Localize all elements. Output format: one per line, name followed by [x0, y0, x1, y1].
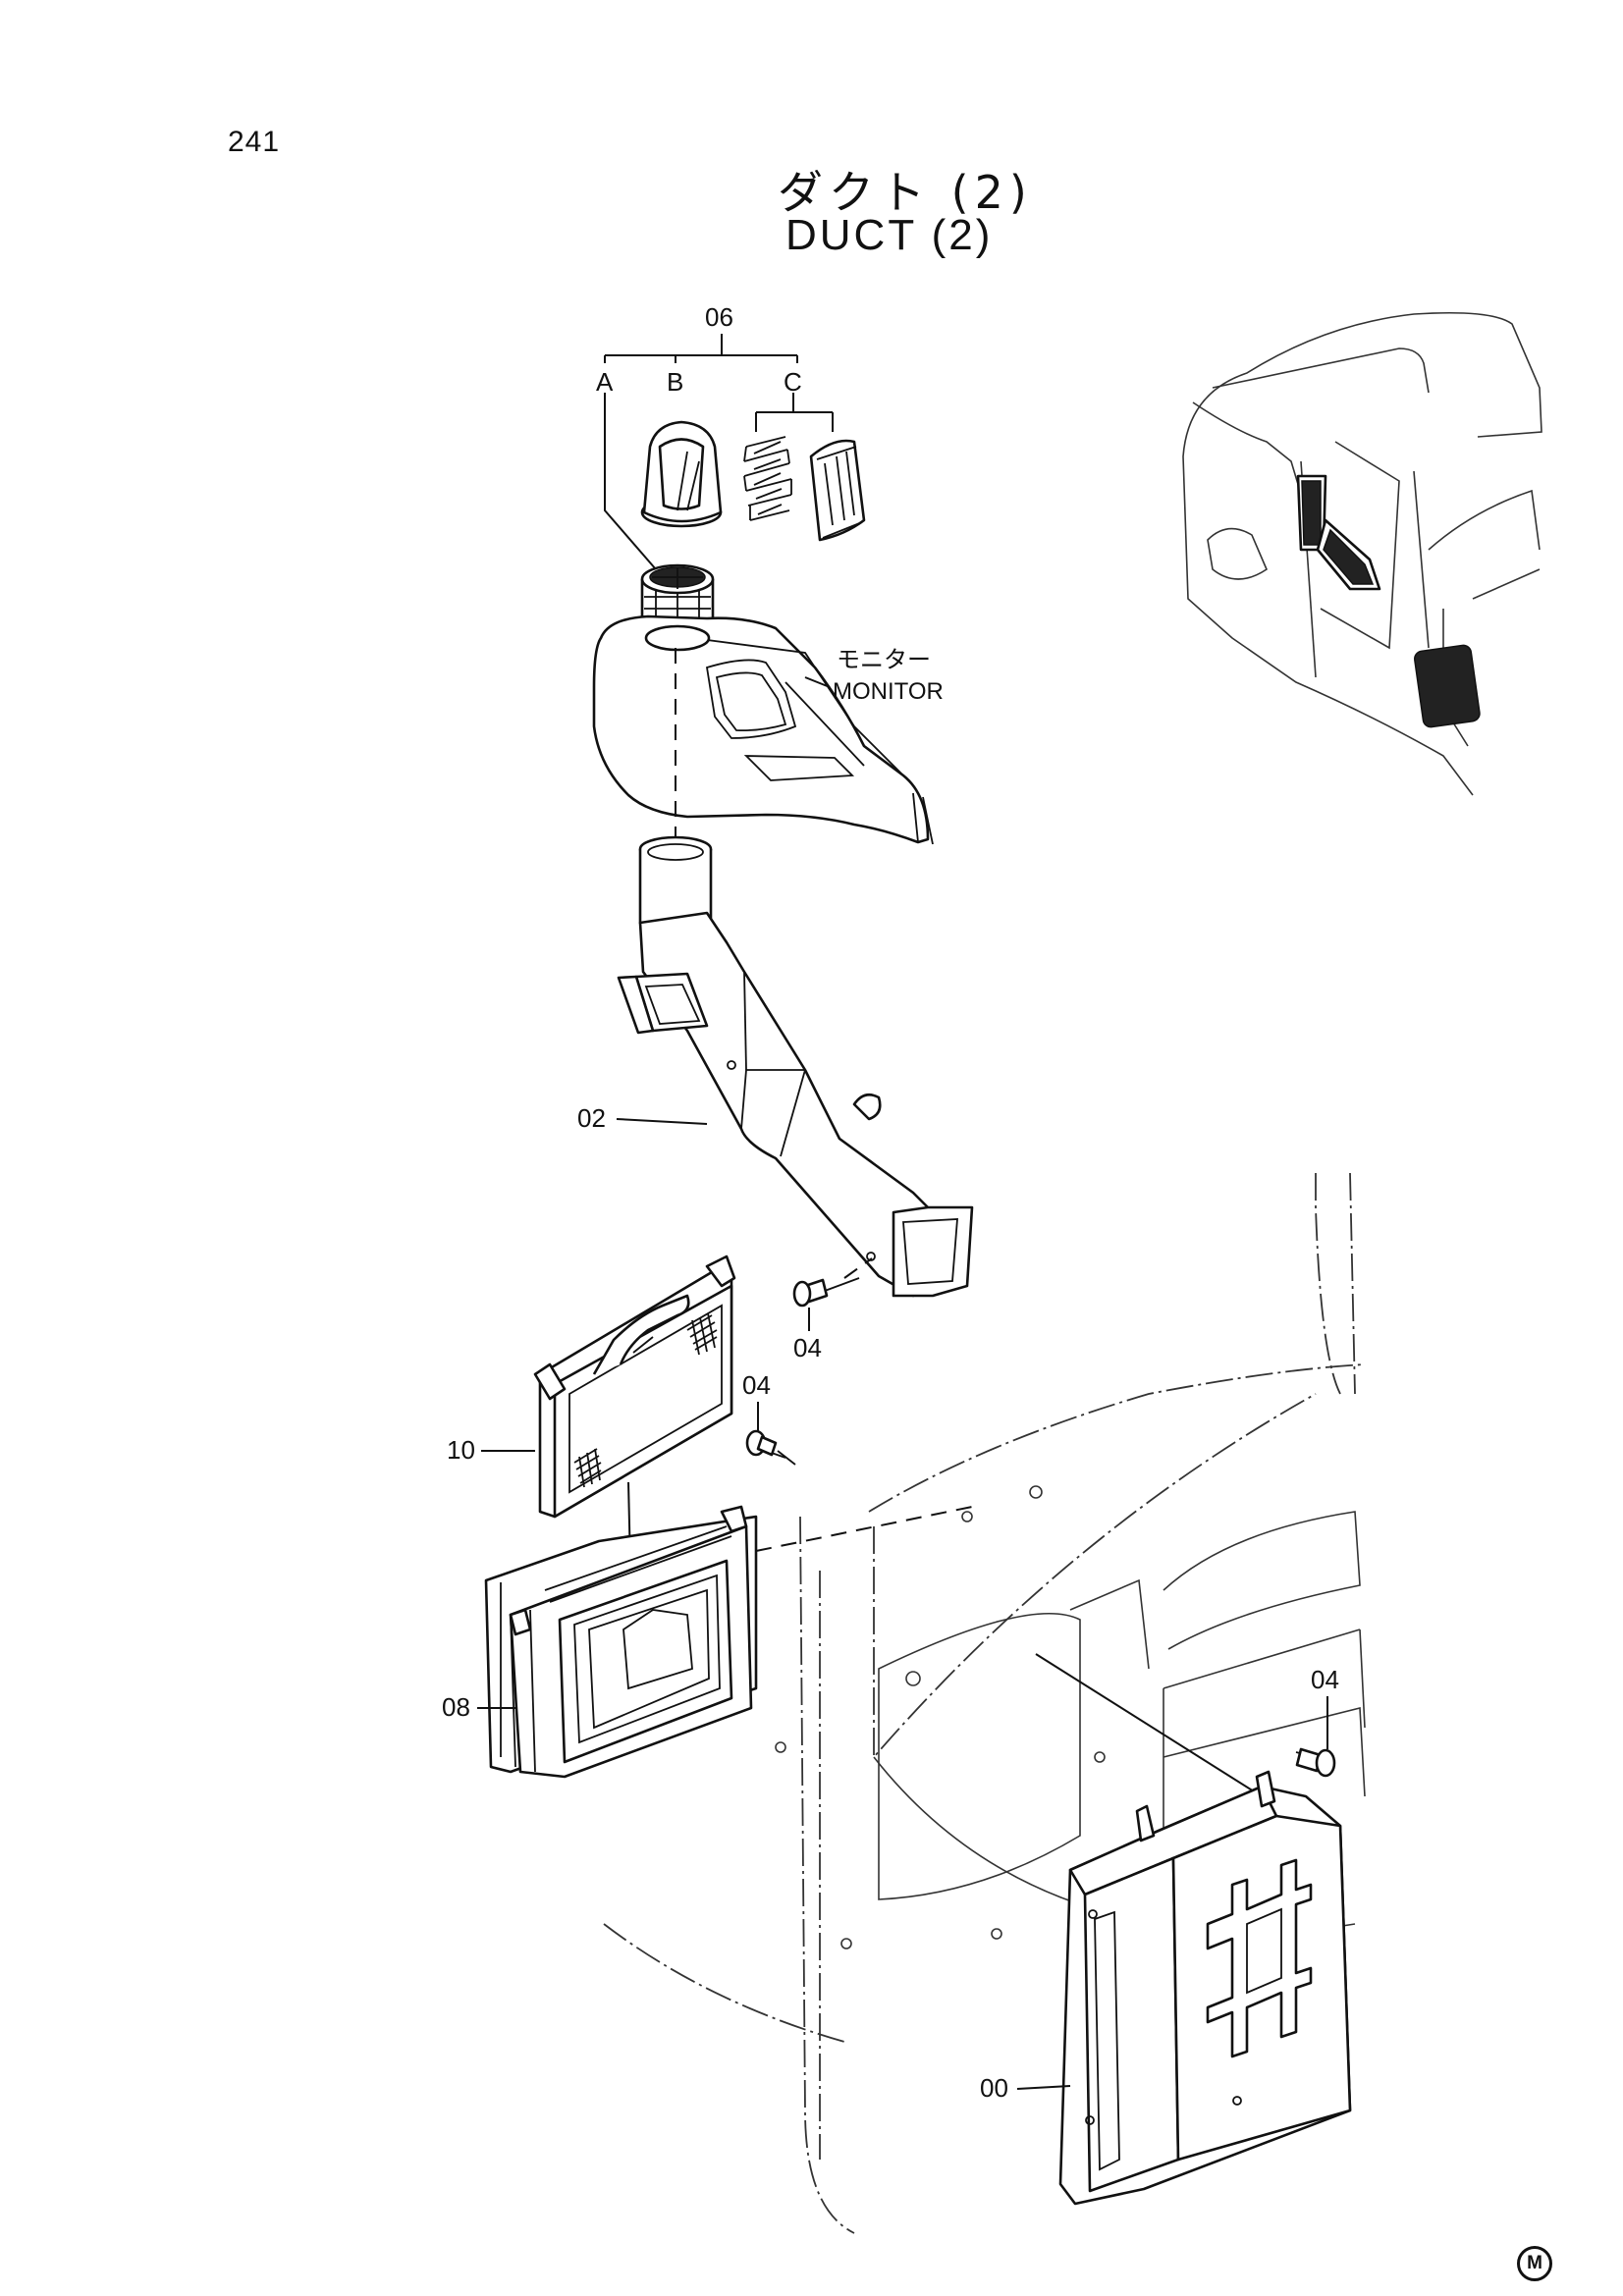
part-02-duct [617, 835, 974, 1298]
title-english: DUCT (2) [785, 211, 994, 259]
connector-00-panel [1035, 1653, 1263, 1797]
part-04-middle-label: 04 [742, 1370, 771, 1400]
part-04-upper-label: 04 [793, 1333, 822, 1362]
cab-inset-view [1182, 311, 1542, 796]
part-06-variant-c [743, 436, 866, 542]
connector-08-panel [755, 1506, 973, 1552]
part-00-cover [1058, 1770, 1352, 2206]
monitor-label-en: MONITOR [833, 678, 944, 705]
filter-mesh-upper [686, 1312, 718, 1356]
part-04-screw-right [1295, 1747, 1336, 1778]
variant-a-label: A [596, 367, 614, 397]
part-04-screw-upper [792, 1257, 873, 1308]
part-02-leader [616, 1118, 708, 1125]
monitor-leader [804, 676, 831, 688]
title-japanese: ダクト (2) [778, 166, 1033, 219]
filter-mesh-lower [573, 1448, 602, 1488]
corner-mark-icon: M [1517, 2246, 1552, 2281]
part-06-variant-b [640, 420, 723, 528]
part-10-filter [533, 1255, 736, 1519]
part-10-label: 10 [447, 1435, 475, 1465]
monitor-panel [592, 614, 934, 845]
part-08-housing [484, 1505, 758, 1779]
part-08-label: 08 [442, 1692, 470, 1722]
part-02-label: 02 [577, 1103, 606, 1133]
monitor-label-jp: モニター [837, 647, 931, 673]
part-06-callout [604, 334, 834, 570]
part-06-label: 06 [705, 302, 733, 332]
part-04-right-label: 04 [1311, 1665, 1339, 1694]
variant-c-label: C [784, 367, 802, 397]
variant-b-label: B [667, 367, 683, 397]
part-00-label: 00 [980, 2073, 1008, 2103]
part-00-leader [1016, 2085, 1071, 2090]
part-04-screw-middle [745, 1429, 796, 1466]
page-number: 241 [228, 126, 281, 158]
